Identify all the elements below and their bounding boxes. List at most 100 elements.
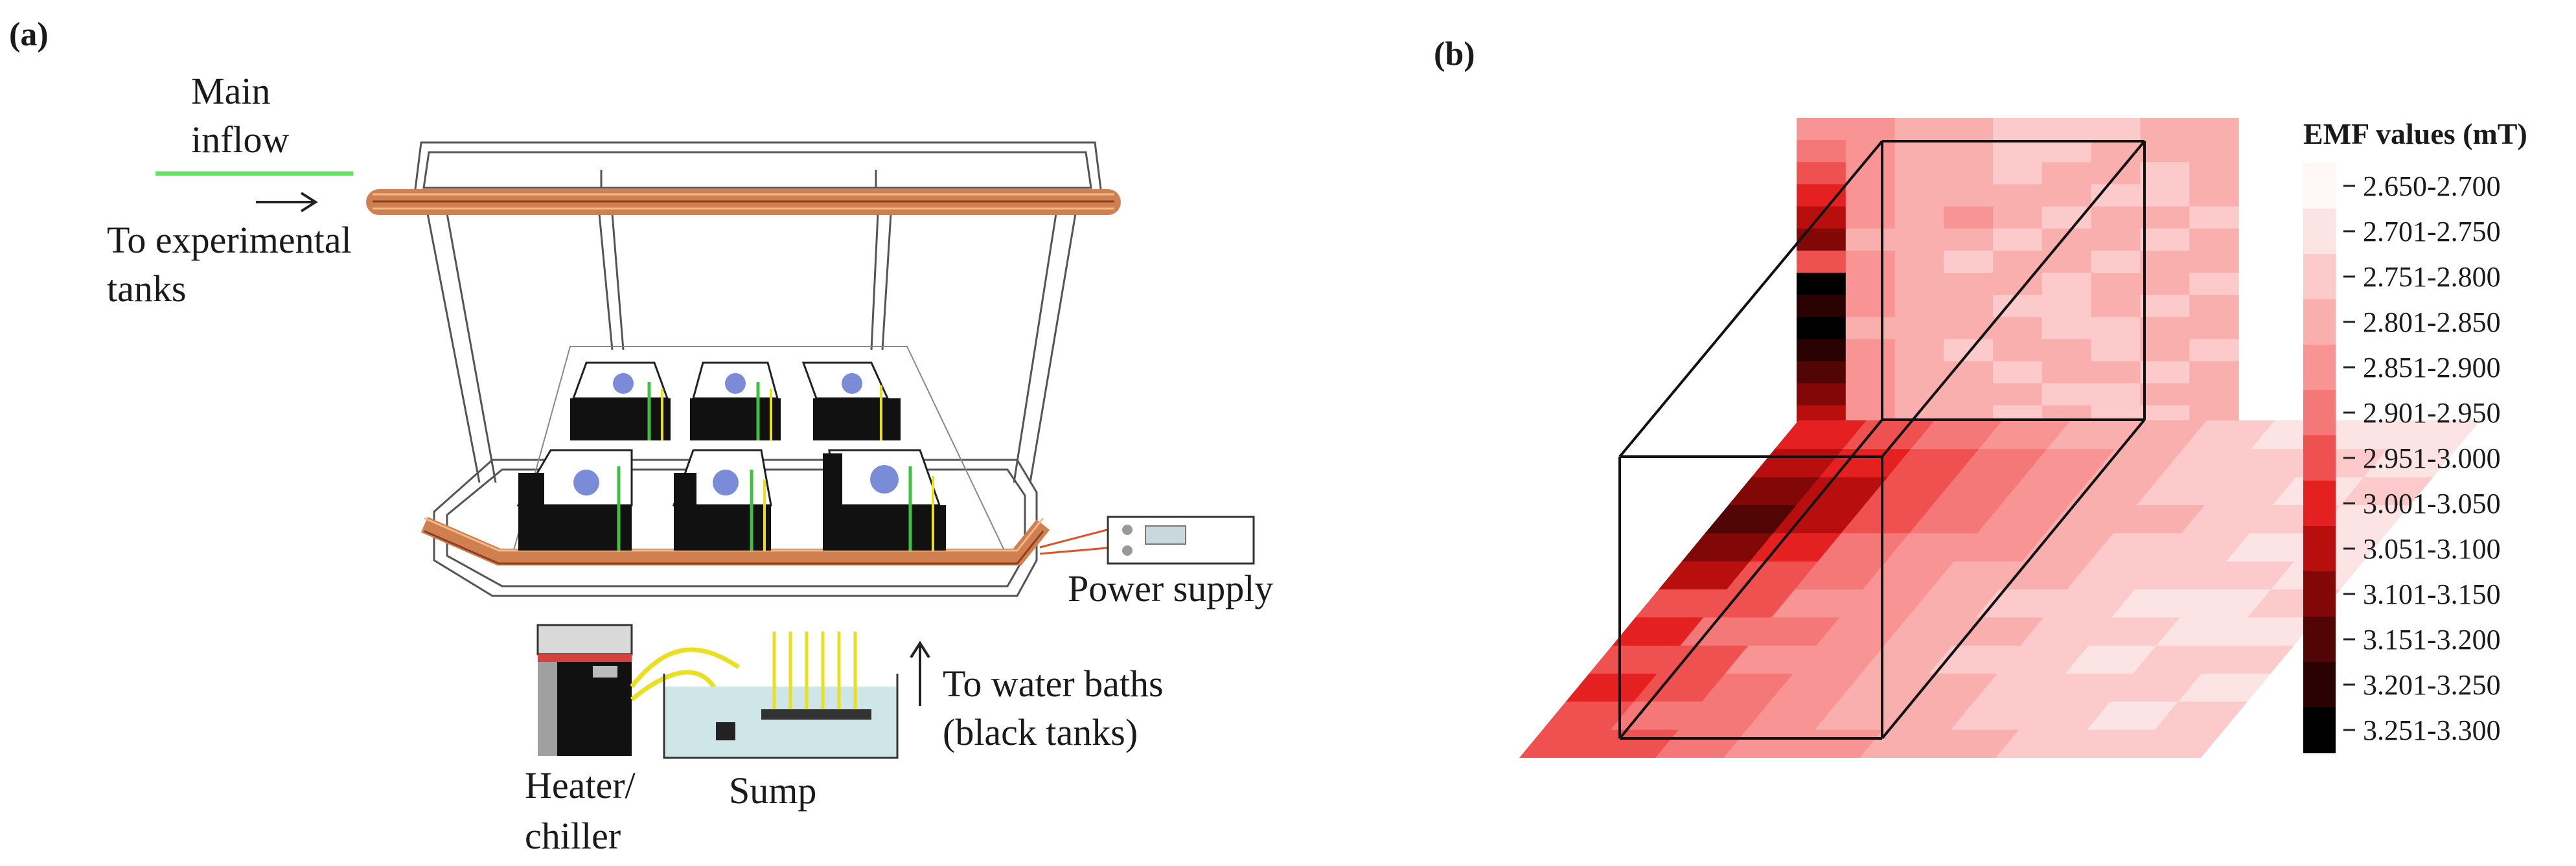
up-arrow-icon [910, 641, 930, 706]
emf-cell-floor [1863, 560, 1956, 589]
emf-cell-back [2041, 361, 2092, 384]
emf-cell-back [1944, 317, 1994, 340]
emf-cell-floor [2065, 644, 2159, 674]
emf-cell-floor [1927, 729, 2021, 758]
tank-back-right [801, 361, 901, 440]
emf-cell-floor [1542, 701, 1636, 730]
emf-cell-floor [1843, 420, 1936, 450]
emf-cell-floor [1864, 476, 1958, 505]
legend-label: 2.801-2.850 [2363, 306, 2501, 338]
emf-cell-back [2091, 250, 2141, 273]
emf-cell-back [2140, 228, 2190, 251]
heater-chiller-label-line1: Heater/ [525, 764, 636, 806]
emf-cell-back [1845, 273, 1896, 295]
tank-wireframe [1618, 140, 2146, 740]
emf-cell-floor [1655, 729, 1749, 758]
emf-cell-floor [1793, 644, 1887, 674]
emf-cell-back [2140, 317, 2190, 340]
emf-cell-back [1797, 250, 1846, 273]
emf-cell-back [1894, 184, 1945, 207]
emf-cell-floor [2110, 673, 2203, 702]
emf-cell-floor [2178, 673, 2271, 702]
emf-cell-floor [2363, 448, 2457, 477]
tank-front-middle [672, 449, 772, 551]
emf-cell-back [2041, 339, 2092, 362]
emf-cell-floor [1955, 448, 2049, 477]
emf-cell-floor [1587, 729, 1681, 758]
legend-swatch [2303, 435, 2336, 481]
emf-cell-floor [2043, 589, 2137, 618]
emf-cell-back [1944, 273, 1994, 295]
emf-cell-back [2041, 162, 2092, 185]
emf-cell-floor [1728, 476, 1822, 505]
emf-cell-back [1797, 383, 1846, 406]
emf-cell-floor [2023, 448, 2117, 477]
emf-cell-back [1845, 317, 1896, 340]
legend-label: 3.051-3.100 [2363, 533, 2501, 565]
panel-b: (b) EMF values (mT) 2.650-2.7002.701-2.7… [1434, 36, 2527, 758]
emf-cell-floor [1814, 701, 1908, 730]
emf-cell-back [2041, 295, 2092, 317]
legend-label: 3.101-3.150 [2363, 578, 2501, 610]
emf-cell-back [2091, 206, 2141, 229]
emf-cell-back [2189, 206, 2239, 229]
legend-swatch [2303, 209, 2336, 255]
emf-cell-back [2140, 140, 2190, 163]
emf-cell-floor [1795, 560, 1888, 589]
emf-cell-floor [2133, 644, 2227, 674]
emf-cell-back [2189, 118, 2239, 141]
emf-cell-back [1845, 295, 1896, 317]
emf-cell-back [1845, 383, 1896, 406]
emf-cell-back [1993, 339, 2043, 362]
emf-cell-back [1993, 140, 2043, 163]
emf-cell-back [2189, 162, 2239, 185]
emf-cell-back [2041, 206, 2092, 229]
emf-cell-floor [2387, 420, 2480, 450]
emf-cell-back [1797, 206, 1846, 229]
right-arrow-icon [256, 192, 318, 212]
legend-label: 2.751-2.800 [2363, 261, 2501, 293]
tank-back-middle [690, 361, 781, 440]
emf-cell-floor [2088, 617, 2182, 646]
emf-cell-back [1894, 206, 1945, 229]
emf-cell-floor [1519, 729, 1613, 758]
emf-cell-back [1894, 339, 1945, 362]
emf-cell-floor [1885, 532, 1979, 562]
emf-cell-back [1944, 140, 1994, 163]
legend-label: 2.650-2.700 [2363, 170, 2501, 202]
emf-cell-floor [2064, 729, 2157, 758]
emf-cell-floor [2227, 448, 2321, 477]
emf-cell-floor [1909, 505, 2003, 534]
emf-cell-back [1993, 118, 2043, 141]
emf-cell-floor [2183, 420, 2276, 450]
emf-cell-back [1797, 317, 1846, 340]
sump-tank [663, 632, 899, 759]
emf-cell-floor [2179, 589, 2273, 618]
emf-cell-floor [2204, 476, 2298, 505]
emf-cell-floor [1635, 589, 1729, 618]
emf-cell-back [1944, 250, 1994, 273]
emf-cell-back [1845, 162, 1896, 185]
emf-cell-back [2041, 184, 2092, 207]
emf-cell-back [1894, 140, 1945, 163]
emf-cell-floor [2159, 448, 2253, 477]
emf-cell-back [2140, 361, 2190, 384]
legend-label: 2.851-2.900 [2363, 352, 2501, 383]
emf-cell-floor [2089, 532, 2183, 562]
emf-cell-back [2140, 383, 2190, 406]
emf-cell-back [1993, 228, 2043, 251]
emf-cell-back [1894, 162, 1945, 185]
emf-cell-back [1993, 317, 2043, 340]
emf-cell-back [2091, 295, 2141, 317]
emf-cell-floor [2020, 617, 2114, 646]
tank-back-left [570, 361, 671, 440]
emf-cell-floor [2132, 729, 2225, 758]
emf-cell-back [1845, 339, 1896, 362]
emf-cell-floor [1997, 644, 2091, 674]
emf-cell-back [1993, 361, 2043, 384]
to-experimental-label-line2: tanks [107, 268, 186, 310]
emf-cell-back [2041, 383, 2092, 406]
emf-cell-floor [1659, 560, 1752, 589]
emf-cell-back [1993, 184, 2043, 207]
